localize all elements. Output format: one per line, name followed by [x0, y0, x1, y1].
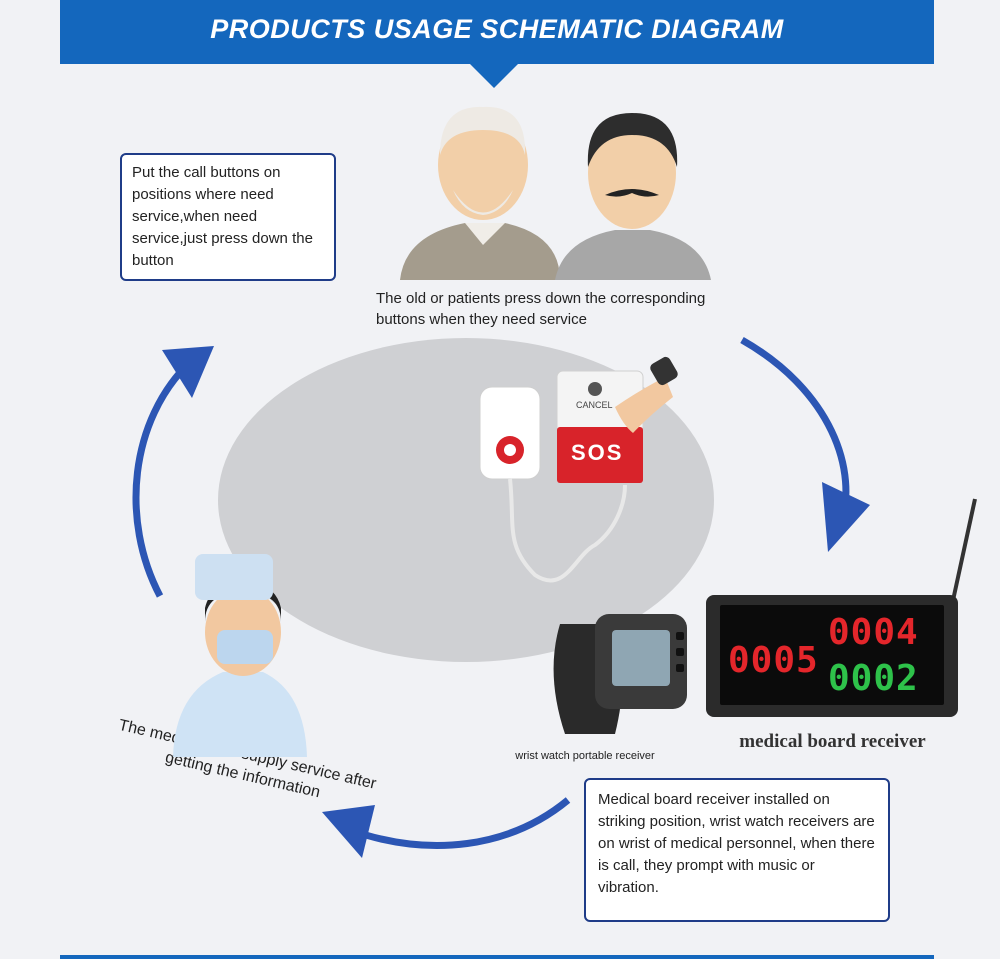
board-number-top: 0004 — [828, 612, 919, 653]
sos-label: SOS — [571, 440, 624, 465]
placement-info-box: Put the call buttons on positions where … — [120, 153, 336, 281]
staff-mask — [217, 630, 273, 664]
title-banner — [60, 0, 934, 64]
young-man-body — [555, 230, 711, 280]
bottom-rule — [60, 955, 934, 959]
old-man-face — [438, 110, 528, 220]
board-antenna — [950, 498, 977, 606]
patients-caption: The old or patients press down the corre… — [376, 290, 706, 328]
board-display — [720, 605, 944, 705]
arrow-left-curve — [132, 359, 193, 598]
watch-screen — [612, 630, 670, 686]
arrow-bottom-curve — [348, 797, 571, 849]
coiled-cord — [508, 478, 627, 583]
watch-caption: wrist watch portable receiver — [515, 750, 655, 762]
arrow-bottom-head — [322, 805, 375, 858]
patients-illustration — [400, 106, 711, 280]
cancel-label: CANCEL — [576, 400, 613, 410]
arrow-left-head — [162, 346, 214, 398]
banner-pointer — [468, 62, 520, 88]
staff-coat — [173, 672, 307, 757]
cancel-icon — [588, 382, 602, 396]
pendant-button — [479, 386, 541, 480]
page-title: PRODUCTS USAGE SCHEMATIC DIAGRAM — [210, 14, 784, 44]
medical-staff-illustration — [173, 554, 307, 757]
arrow-right-head — [822, 482, 870, 552]
wrist-watch-receiver — [553, 614, 687, 734]
receiver-info-box: Medical board receiver installed on stri… — [584, 778, 890, 922]
hand — [615, 377, 673, 433]
old-man-body — [400, 223, 560, 280]
young-man-face — [588, 117, 676, 229]
board-caption: medical board receiver — [739, 731, 926, 752]
sos-button — [557, 427, 643, 483]
board-number-bottom: 0002 — [828, 658, 919, 699]
board-number-left: 0005 — [728, 640, 819, 681]
board-receiver — [706, 498, 977, 717]
call-buttons — [479, 356, 678, 583]
staff-cap — [195, 554, 273, 600]
